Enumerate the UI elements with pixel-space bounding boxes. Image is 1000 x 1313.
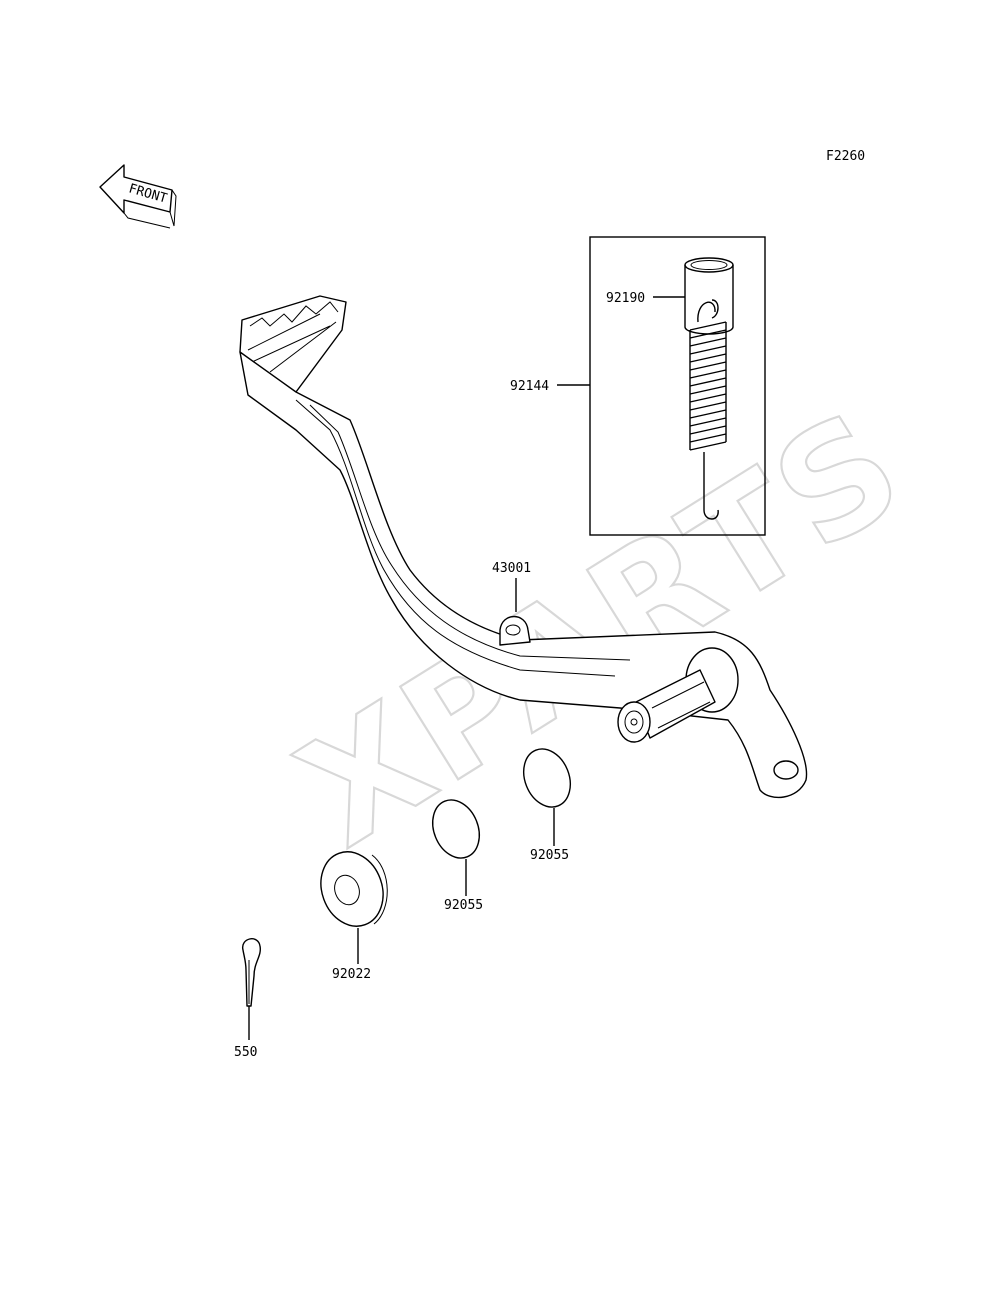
diagram-code: F2260 [826, 149, 865, 164]
label-92144: 92144 [510, 379, 549, 394]
brake-pedal-icon [239, 295, 808, 799]
label-92022: 92022 [332, 967, 371, 982]
label-550: 550 [234, 1045, 257, 1060]
label-92055-right: 92055 [530, 848, 569, 863]
kit-box [589, 236, 766, 536]
o-ring-right-icon [523, 748, 571, 808]
spring-icon [689, 299, 727, 520]
cotter-pin-icon [242, 938, 262, 1007]
label-43001: 43001 [492, 561, 531, 576]
front-arrow-icon: FRONT [99, 164, 177, 229]
washer-icon [320, 851, 388, 927]
watermark: XPARTS [272, 377, 933, 880]
label-92190: 92190 [606, 291, 645, 306]
label-92055-left: 92055 [444, 898, 483, 913]
o-ring-left-icon [432, 799, 480, 859]
